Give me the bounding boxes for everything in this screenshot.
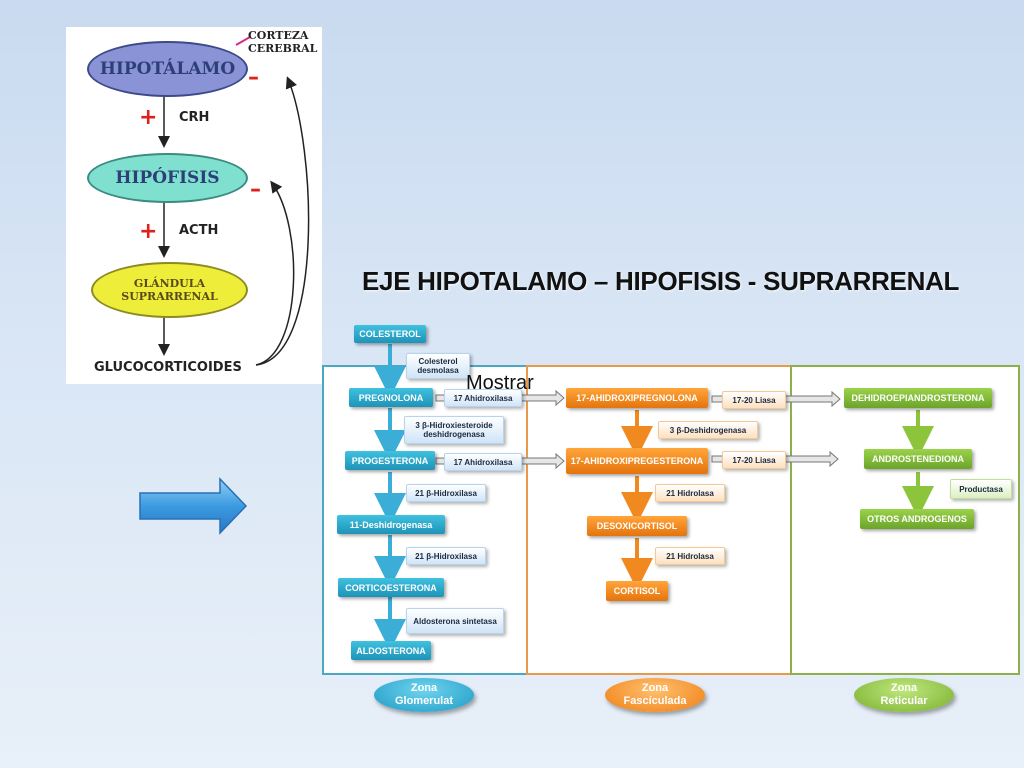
glandula-label: GLÁNDULA SUPRARRENAL: [121, 277, 218, 303]
acth-label: ACTH: [179, 223, 219, 238]
21b-hidroxilasa-label-2: 21 β-Hidroxilasa: [406, 547, 486, 565]
zona-reticular-label: Zona Reticular: [854, 678, 954, 712]
3b-deshidrogenasa-label: 3 β-Deshidrogenasa: [658, 421, 758, 439]
21-hidrolasa-label-2: 21 Hidrolasa: [655, 547, 725, 565]
17-ahidroxilasa-label-2: 17 Ahidroxilasa: [444, 453, 522, 471]
feedback-to-hipofisis: [255, 180, 295, 366]
11-deshidrogenasa-box: 11-Deshidrogenasa: [337, 515, 445, 534]
hipotalamo-node: HIPOTÁLAMO: [87, 41, 248, 97]
androstenediona-box: ANDROSTENEDIONA: [864, 449, 972, 469]
21-hidrolasa-label: 21 Hidrolasa: [655, 484, 725, 502]
feedback-to-hipotalamo: [255, 76, 310, 366]
dehidroepiandrosterona-box: DEHIDROEPIANDROSTERONA: [844, 388, 992, 408]
glandula-node: GLÁNDULA SUPRARRENAL: [91, 262, 248, 318]
right-arrow-icon: [139, 477, 248, 535]
17-20-liasa-label: 17-20 Liasa: [722, 391, 786, 409]
cortisol-box: CORTISOL: [606, 581, 668, 601]
colesterol-box: COLESTEROL: [354, 325, 426, 343]
zona-word: Zona: [890, 682, 918, 694]
page-title: EJE HIPOTALAMO – HIPOFISIS - SUPRARRENAL: [362, 266, 960, 296]
reticular-word: Reticular: [880, 695, 928, 707]
plus-sign: +: [139, 219, 158, 244]
hipofisis-node: HIPÓFISIS: [87, 153, 248, 203]
fasciculada-word: Fascículada: [623, 695, 687, 707]
17-ahidroxipregnolona-box: 17-AHIDROXIPREGNOLONA: [566, 388, 708, 408]
17-20-liasa-label-2: 17-20 Liasa: [722, 451, 786, 469]
zona-word: Zona: [410, 682, 438, 694]
3b-hidroxiesteroide-label: 3 β-Hidroxiesteroide deshidrogenasa: [404, 416, 504, 444]
21b-hidroxilasa-label: 21 β-Hidroxilasa: [406, 484, 486, 502]
otros-androgenos-box: OTROS ANDROGENOS: [860, 509, 974, 529]
minus-sign: –: [248, 65, 259, 90]
zona-word: Zona: [641, 682, 669, 694]
aldosterona-sintetasa-label: Aldosterona sintetasa: [406, 608, 504, 634]
zona-fasciculada-label: Zona Fascículada: [605, 678, 705, 712]
zona-glomerulat-label: Zona Glomerulat: [374, 678, 474, 712]
17-ahidroxipregesterona-box: 17-AHIDROXIPREGESTERONA: [566, 448, 708, 474]
hpa-arrows: [158, 36, 310, 366]
pregnolona-box: PREGNOLONA: [349, 388, 433, 407]
glomerulat-word: Glomerulat: [394, 695, 454, 707]
corticoesterona-box: CORTICOESTERONA: [338, 578, 444, 597]
glucocorticoides-label: GLUCOCORTICOIDES: [94, 360, 242, 375]
colesterol-desmolasa-label: Colesterol desmolasa: [406, 353, 470, 379]
crh-label: CRH: [179, 110, 210, 125]
desoxicortisol-box: DESOXICORTISOL: [587, 516, 687, 536]
aldosterona-box: ALDOSTERONA: [351, 641, 431, 660]
corteza-label: CORTEZA CEREBRAL: [248, 29, 318, 55]
progesterona-box: PROGESTERONA: [345, 451, 435, 470]
17-ahidroxilasa-label: 17 Ahidroxilasa: [444, 389, 522, 407]
plus-sign: +: [139, 105, 158, 130]
minus-sign: –: [250, 177, 261, 202]
hpa-axis-figure: HIPOTÁLAMO CORTEZA CEREBRAL – + CRH HIPÓ…: [66, 27, 322, 384]
mostrar-label[interactable]: Mostrar: [466, 372, 534, 394]
productasa-label: Productasa: [950, 479, 1012, 499]
